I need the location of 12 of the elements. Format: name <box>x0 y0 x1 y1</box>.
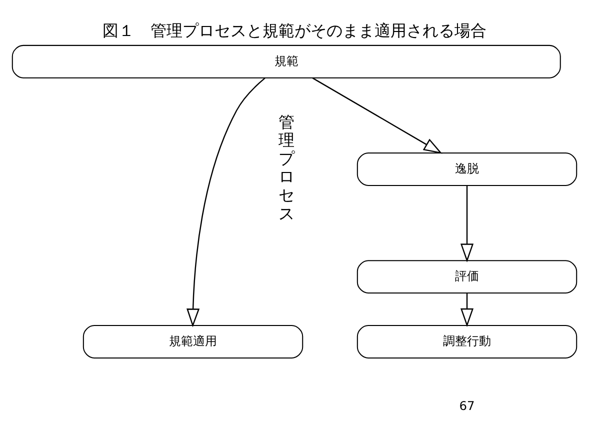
arrow <box>186 77 266 327</box>
node-box: 逸脱 <box>356 152 578 186</box>
label: 管理プロセス <box>278 112 294 222</box>
node-box: 調整行動 <box>356 324 578 358</box>
node-box: 規範適用 <box>82 324 304 358</box>
diagram-title: 図１ 管理プロセスと規範がそのまま適用される場合 <box>102 20 486 40</box>
arrow <box>460 185 474 262</box>
node-box: 規範 <box>12 44 561 78</box>
label: 67 <box>459 398 475 412</box>
arrow <box>312 77 442 154</box>
arrow <box>460 292 474 327</box>
node-box: 評価 <box>356 260 578 294</box>
